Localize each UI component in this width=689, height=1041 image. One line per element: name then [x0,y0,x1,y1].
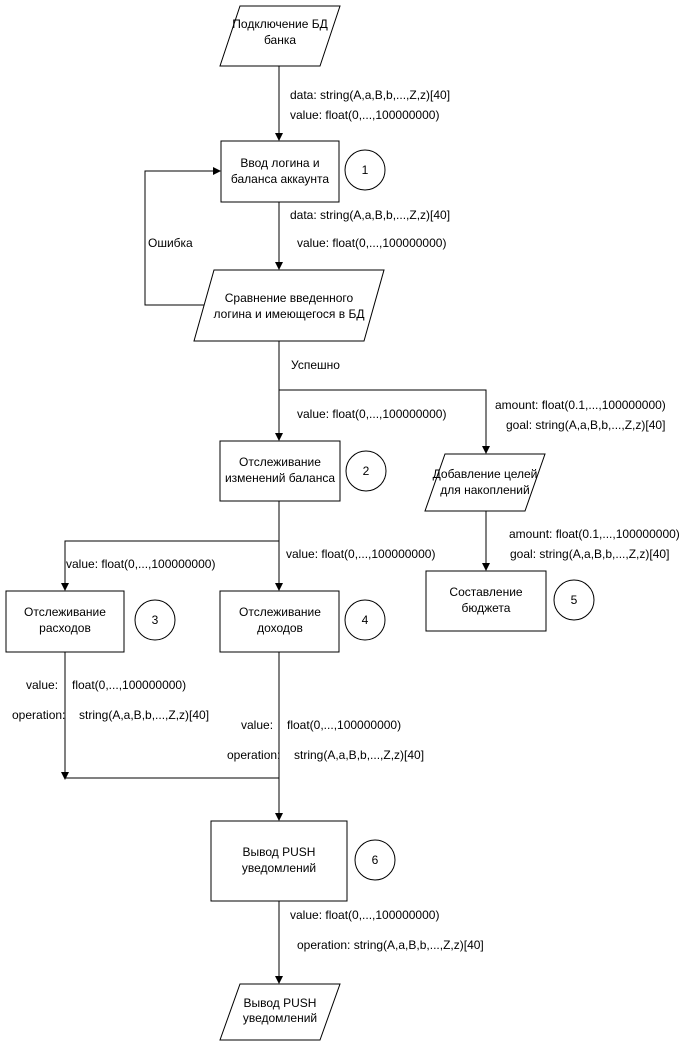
arrowhead [275,133,283,141]
node-label: Составление [449,585,522,599]
node-label: Отслеживание [239,455,321,469]
edge-label: float(0,...,100000000) [72,678,186,692]
parallelogram-shape [193,269,385,342]
edge-success-to-goals [279,389,487,446]
arrowhead [275,976,283,984]
step-number-circle [553,579,595,621]
node-label: уведомлений [242,861,316,875]
node-label: доходов [257,621,303,635]
edge-label: amount: float(0.1,...,100000000) [509,527,680,541]
node-label: Вывод PUSH [243,845,316,859]
node-label: бюджета [462,601,511,615]
node-db-connect: Подключение БД банка [219,5,341,67]
node-expenses: Отслеживание расходов 3 [5,590,176,653]
step-number-circle [344,149,386,191]
edge-label: data: string(A,a,B,b,...,Z,z)[40] [290,88,450,102]
arrowhead [61,772,69,780]
edge-label: value: float(0,...,100000000) [297,236,446,250]
edge-error-loop [144,170,213,306]
process-box [219,590,340,653]
edge-label: amount: float(0.1,...,100000000) [495,398,666,412]
node-label: расходов [39,621,91,635]
edge-label: value: float(0,...,100000000) [290,908,439,922]
edge-label: value: [241,718,273,732]
node-label: для накоплений [440,483,529,497]
node-label: баланса аккаунта [231,172,330,186]
node-label: изменений баланса [225,471,335,485]
node-budget: Составление бюджета 5 [425,570,595,632]
node-label: Ввод логина и [240,156,319,170]
node-balance-track: Отслеживание изменений баланса 2 [219,440,387,502]
edge-label: value: float(0,...,100000000) [297,407,446,421]
step-number-circle [345,450,387,492]
node-login-input: Ввод логина и баланса аккаунта 1 [220,140,386,203]
arrowhead [275,813,283,821]
node-label: Сравнение введенного [225,291,354,305]
edge-label: string(A,a,B,b,...,Z,z)[40] [79,708,209,722]
node-label: Отслеживание [24,605,106,619]
edge-label: float(0,...,100000000) [287,718,401,732]
node-label: уведомлений [243,1011,317,1025]
step-number-circle [344,599,386,641]
parallelogram-shape [219,983,341,1041]
step-number-circle [134,599,176,641]
arrowhead [482,563,490,571]
arrowhead [482,446,490,454]
edge-label: goal: string(A,a,B,b,...,Z,z)[40] [510,547,669,561]
node-label: Отслеживание [239,605,321,619]
step-number: 2 [363,464,370,478]
node-compare: Сравнение введенного логина и имеющегося… [193,269,385,342]
node-label: Добавление целей [433,467,538,481]
edge-label: data: string(A,a,B,b,...,Z,z)[40] [290,208,450,222]
step-number: 5 [571,593,578,607]
edge-to-expenses [64,540,279,583]
edge-label: operation: [227,748,280,762]
edge-label: value: [26,678,58,692]
edge-label-error: Ошибка [148,236,193,250]
node-income: Отслеживание доходов 4 [219,590,386,653]
process-box [219,440,341,502]
arrowheads [61,133,490,984]
process-box [220,140,340,203]
arrowhead [275,262,283,270]
process-box [425,570,547,632]
process-box [210,820,348,902]
node-label: Подключение БД [232,17,327,31]
node-push: Вывод PUSH уведомлений 6 [210,820,396,902]
arrowhead [275,583,283,591]
edge-label: value: float(0,...,100000000) [290,108,439,122]
parallelogram-shape [424,453,546,512]
arrowhead [275,433,283,441]
step-number: 1 [362,163,369,177]
step-number: 3 [152,613,159,627]
edge-label: operation: [12,708,65,722]
process-box [5,590,125,653]
step-number-circle [354,839,396,881]
step-number: 6 [372,853,379,867]
edge-label: operation: string(A,a,B,b,...,Z,z)[40] [297,938,484,952]
edge-label: goal: string(A,a,B,b,...,Z,z)[40] [506,418,665,432]
node-label: банка [264,33,296,47]
edge-label: value: float(0,...,100000000) [286,547,435,561]
node-push-output: Вывод PUSH уведомлений [219,983,341,1041]
node-label: Вывод PUSH [244,996,317,1010]
step-number: 4 [362,613,369,627]
arrowhead [61,583,69,591]
edge-label: value: float(0,...,100000000) [66,557,215,571]
connectors [64,66,487,976]
edge-labels: data: string(A,a,B,b,...,Z,z)[40] value:… [12,88,680,952]
node-label: логина и имеющегося в БД [214,307,365,321]
parallelogram-shape [219,5,341,67]
edge-label: string(A,a,B,b,...,Z,z)[40] [294,748,424,762]
edge-label-success: Успешно [291,358,340,372]
arrowhead [213,167,221,175]
node-goals: Добавление целей для накоплений [424,453,546,512]
